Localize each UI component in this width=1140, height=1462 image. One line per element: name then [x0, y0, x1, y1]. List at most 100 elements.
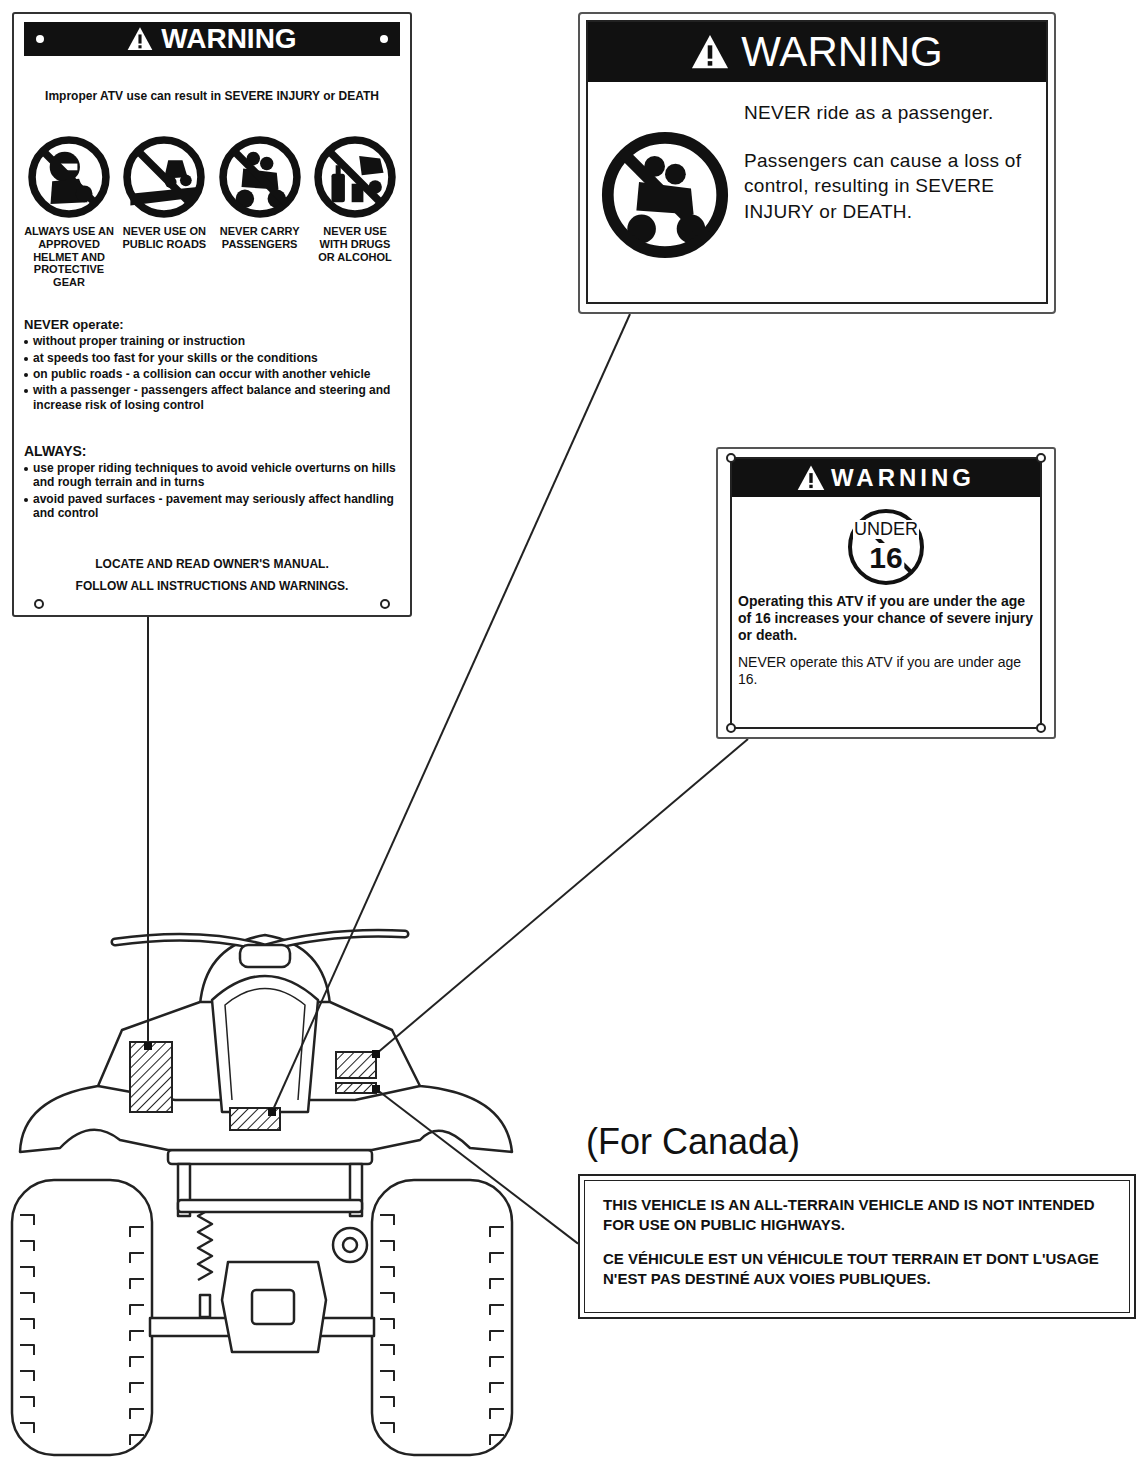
- section-heading: ALWAYS:: [24, 443, 400, 459]
- headlight: [240, 945, 290, 967]
- rivet-hole: [1036, 723, 1046, 733]
- tire-tread: [20, 1215, 34, 1225]
- prohibition-circle: [32, 140, 106, 214]
- prohibition-slash: [138, 151, 190, 203]
- footer: LOCATE AND READ OWNER'S MANUAL.FOLLOW AL…: [24, 551, 400, 593]
- label-body: NEVER ride as a passenger.Passengers can…: [588, 82, 1046, 274]
- label-inner: THIS VEHICLE IS AN ALL-TERRAIN VEHICLE A…: [584, 1180, 1130, 1313]
- age-icon-number: 16: [867, 543, 904, 573]
- tire-tread: [20, 1293, 34, 1303]
- rivet-hole: [726, 723, 736, 733]
- tire-tread: [20, 1345, 34, 1355]
- wheel-hub: [333, 1228, 367, 1262]
- safety-warning-label: WARNINGImproper ATV use can result in SE…: [12, 12, 412, 617]
- label-frame: THIS VEHICLE IS AN ALL-TERRAIN VEHICLE A…: [578, 1174, 1136, 1319]
- tire-tread: [380, 1319, 394, 1329]
- tire-tread: [380, 1397, 394, 1407]
- warning-heading: WARNING: [741, 28, 942, 76]
- icon-caption: NEVER USE ON PUBLIC ROADS: [119, 225, 209, 250]
- leader-end: [268, 1108, 276, 1116]
- age-icon-text: UNDER: [853, 520, 919, 539]
- warning-triangle: [708, 45, 713, 58]
- prohibition-circle: [318, 140, 392, 214]
- label-location: [336, 1052, 376, 1078]
- tire-tread: [130, 1383, 144, 1393]
- icon-column: NEVER CARRY PASSENGERS: [215, 135, 305, 288]
- bullet-item: with a passenger - passengers affect bal…: [24, 383, 400, 412]
- prohibition-slash: [43, 151, 95, 203]
- tire-tread: [130, 1409, 144, 1419]
- prohibition-slash: [329, 151, 381, 203]
- tire-tread: [130, 1253, 144, 1263]
- warning-triangle: [691, 33, 729, 71]
- rivet-hole: [380, 599, 390, 609]
- icon-column: NEVER USE ON PUBLIC ROADS: [119, 135, 209, 288]
- tire-tread: [490, 1409, 504, 1419]
- tire-tread: [380, 1215, 394, 1225]
- prohibition-circle: [127, 140, 201, 214]
- tire-tread: [130, 1305, 144, 1315]
- warning-triangle: [809, 485, 812, 488]
- warning-heading: WARNING: [831, 464, 975, 492]
- bullet-item: on public roads - a collision can occur …: [24, 367, 400, 381]
- rivet-hole: [34, 599, 44, 609]
- bullet-item: at speeds too fast for your skills or th…: [24, 351, 400, 365]
- tire-tread: [20, 1371, 34, 1381]
- label-location: [336, 1083, 376, 1093]
- prohibition-circle: [608, 138, 722, 252]
- never-section: NEVER operate:without proper training or…: [24, 317, 400, 414]
- tire-tread: [380, 1267, 394, 1277]
- age-warning-label: WARNINGUNDER16Operating this ATV if you …: [716, 447, 1056, 739]
- prohibition-circle: [223, 140, 297, 214]
- label-frame: WARNING NEVER ride as a passenger.Passeng…: [586, 20, 1048, 304]
- warning-triangle: [127, 26, 153, 52]
- differential: [252, 1290, 294, 1324]
- tire-tread: [380, 1423, 394, 1433]
- tire-tread: [380, 1293, 394, 1303]
- prohibition-icon: [27, 135, 111, 219]
- tire-tread: [380, 1241, 394, 1251]
- bullet-dot: [24, 498, 28, 502]
- tire-tread: [130, 1357, 144, 1367]
- warning-text: NEVER operate this ATV if you are under …: [738, 654, 1034, 688]
- warning-text: Passengers can cause a loss of control, …: [744, 148, 1034, 225]
- region-heading: (For Canada): [586, 1122, 1136, 1162]
- tire-tread: [20, 1423, 34, 1433]
- leader-line: [376, 739, 748, 1054]
- tire-tread: [20, 1397, 34, 1407]
- warning-triangle: [797, 464, 825, 492]
- rear-wheel: [372, 1180, 512, 1455]
- rear-bumper: [178, 1200, 362, 1212]
- warning-triangle: [139, 45, 142, 48]
- rivet-hole: [380, 35, 388, 43]
- label-text: CE VÉHICULE EST UN VÉHICULE TOUT TERRAIN…: [603, 1249, 1111, 1290]
- age-icon: UNDER 16: [846, 507, 926, 587]
- bullet-dot: [24, 373, 28, 377]
- icon-row: ALWAYS USE AN APPROVED HELMET AND PROTEC…: [24, 135, 400, 288]
- bullet-text: avoid paved surfaces - pavement may seri…: [33, 492, 400, 521]
- prohibition-circle: [850, 511, 922, 583]
- leader-end: [144, 1042, 152, 1050]
- prohibition-icon: [218, 135, 302, 219]
- warning-triangle: [128, 27, 153, 50]
- prohibition-icon: [600, 130, 730, 260]
- tire-tread: [130, 1227, 144, 1237]
- leader-end: [372, 1085, 380, 1093]
- bullet-text: use proper riding techniques to avoid ve…: [33, 461, 400, 490]
- tire-tread: [490, 1279, 504, 1289]
- label-location: [130, 1042, 376, 1130]
- warning-triangle: [809, 473, 812, 483]
- bullet-text: on public roads - a collision can occur …: [33, 367, 370, 381]
- always-section: ALWAYS: use proper riding techniques to a…: [24, 443, 400, 523]
- bullet-item: avoid paved surfaces - pavement may seri…: [24, 492, 400, 521]
- warning-subtitle: Improper ATV use can result in SEVERE IN…: [24, 89, 400, 103]
- passenger-warning-label: WARNING NEVER ride as a passenger.Passeng…: [578, 12, 1056, 314]
- tire-tread: [490, 1253, 504, 1263]
- bullet-dot: [24, 389, 28, 393]
- wheel-hub: [343, 1238, 357, 1252]
- tire-tread: [130, 1435, 144, 1445]
- bullet-item: use proper riding techniques to avoid ve…: [24, 461, 400, 490]
- icon-column: NEVER USE WITH DRUGS OR ALCOHOL: [310, 135, 400, 288]
- tire-tread: [490, 1435, 504, 1445]
- prohibition-slash: [234, 151, 286, 203]
